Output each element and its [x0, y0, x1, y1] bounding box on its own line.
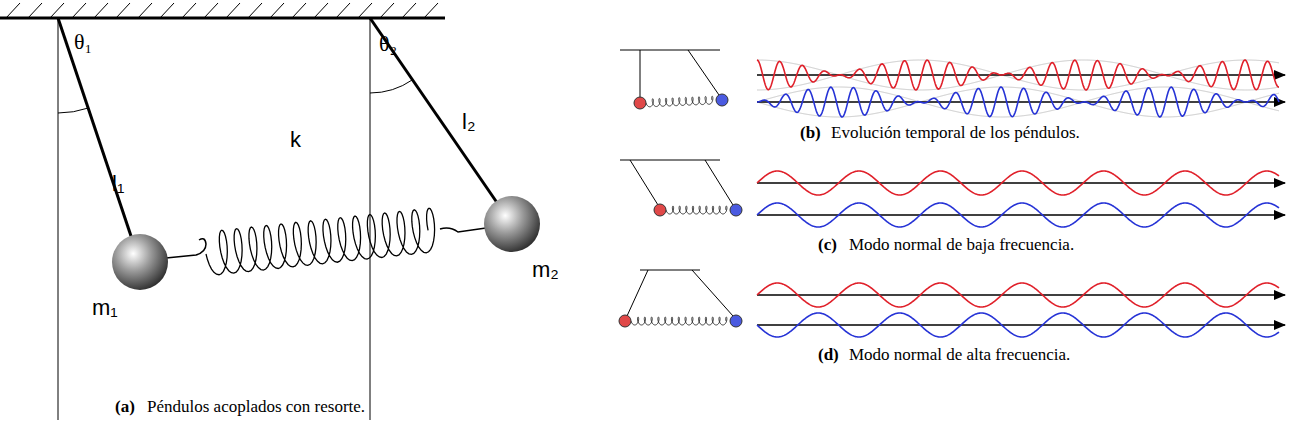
- beat-wave: [757, 60, 1279, 90]
- hatch-stroke: [336, 3, 350, 18]
- caption-letter: (d): [818, 346, 839, 365]
- caption-text: Modo normal de alta frecuencia.: [849, 346, 1070, 365]
- wave-plots: [757, 60, 1285, 337]
- hatch-stroke: [160, 3, 174, 18]
- hatch-stroke: [50, 3, 64, 18]
- vertical-reference: [58, 18, 59, 420]
- hatch-stroke: [314, 3, 328, 18]
- hatch-stroke: [270, 3, 284, 18]
- mini-spring: [631, 317, 727, 325]
- hatch-stroke: [182, 3, 196, 18]
- hatch-stroke: [380, 3, 394, 18]
- mini-balls: [619, 94, 742, 327]
- mode-wave: [757, 283, 1279, 307]
- hatch-stroke: [138, 3, 152, 18]
- hatch-stroke: [358, 3, 372, 18]
- spring-constant-label: k: [290, 128, 301, 152]
- caption-letter: (a): [115, 398, 135, 417]
- beat-wave: [757, 87, 1279, 117]
- mini-spring: [666, 206, 727, 214]
- hatch-stroke: [6, 3, 20, 18]
- vertical-reference: [370, 18, 371, 420]
- caption-text: Péndulos acoplados con resorte.: [147, 398, 365, 417]
- length-label: l₂: [462, 110, 475, 134]
- ceiling-hatching: [6, 3, 438, 18]
- hatch-stroke: [204, 3, 218, 18]
- angle-arc: [58, 108, 88, 113]
- angle-label: θ₁: [74, 30, 92, 54]
- mass-label: m₂: [532, 258, 559, 282]
- spring-coil: [206, 208, 435, 274]
- pendulum-rod: [58, 18, 135, 248]
- hatch-stroke: [402, 3, 416, 18]
- pendulum-rod: [370, 18, 500, 207]
- mass-ball: [484, 196, 540, 252]
- mini-spring: [646, 96, 713, 107]
- mini-springs: [631, 96, 727, 325]
- mode-wave: [757, 313, 1279, 337]
- mass-ball: [112, 234, 168, 290]
- mode-wave: [757, 171, 1279, 195]
- hatch-stroke: [424, 3, 438, 18]
- icon-b: [620, 50, 720, 98]
- hatch-stroke: [28, 3, 42, 18]
- angle-label: θ₂: [379, 32, 397, 56]
- caption-text: Modo normal de baja frecuencia.: [849, 236, 1074, 255]
- caption-text: Evolución temporal de los péndulos.: [831, 124, 1080, 143]
- mode-wave: [757, 203, 1279, 227]
- hatch-stroke: [292, 3, 306, 18]
- hatch-stroke: [94, 3, 108, 18]
- caption-letter: (c): [818, 236, 837, 255]
- angle-arc: [370, 80, 413, 93]
- caption-letter: (b): [800, 124, 821, 143]
- length-label: l₁: [112, 172, 124, 196]
- icon-c: [620, 160, 733, 205]
- spring-hook: [440, 228, 486, 232]
- spring-hook: [166, 239, 206, 258]
- ceiling: [0, 17, 445, 20]
- hatch-stroke: [72, 3, 86, 18]
- hatch-stroke: [248, 3, 262, 18]
- hatch-stroke: [116, 3, 130, 18]
- mass-label: m₁: [92, 296, 118, 320]
- hatch-stroke: [226, 3, 240, 18]
- envelope-curve: [757, 60, 1279, 75]
- icon-d: [627, 270, 733, 316]
